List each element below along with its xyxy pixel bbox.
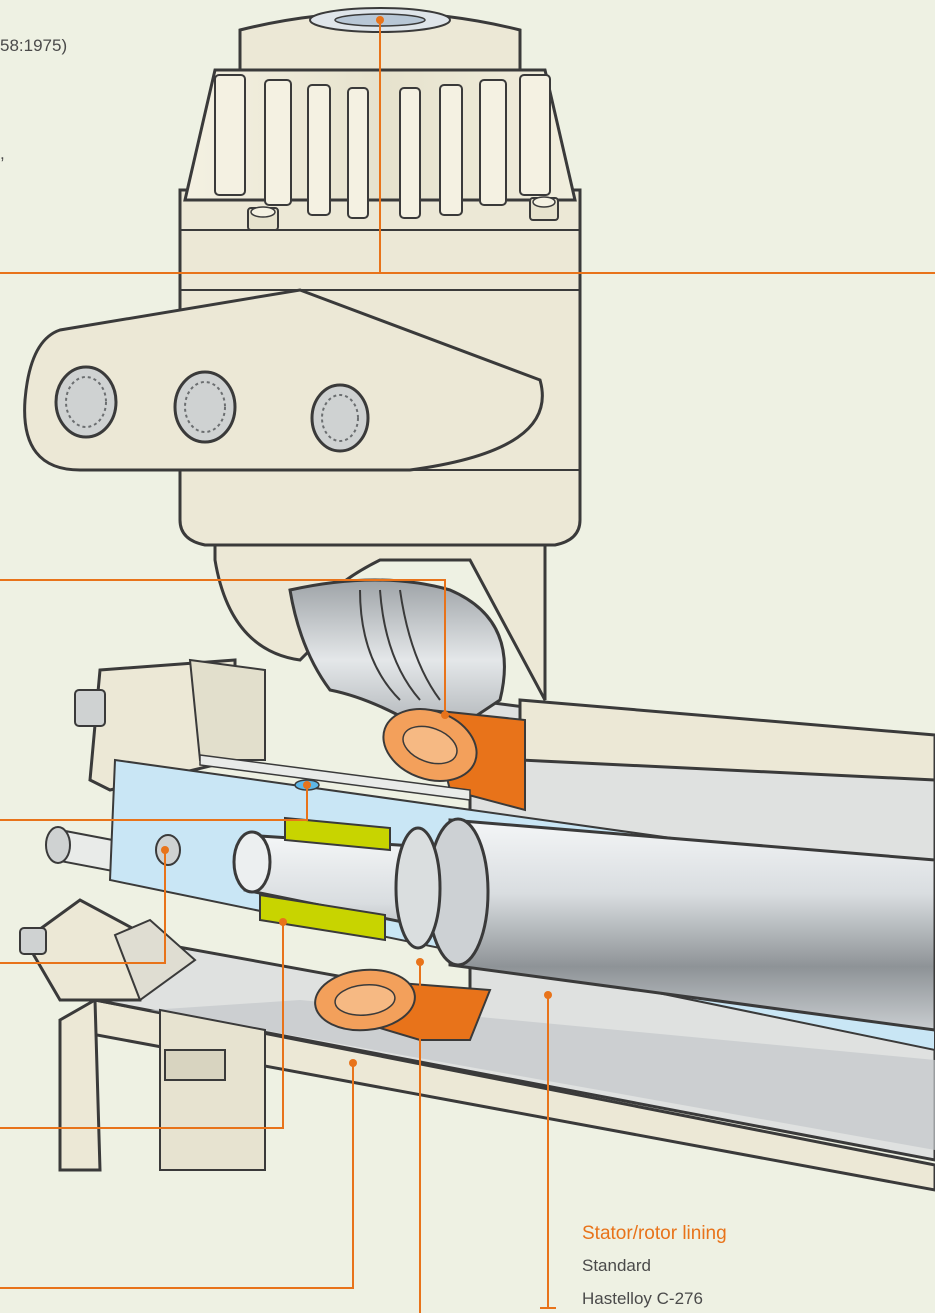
- coil-winding-lower: [314, 968, 492, 1041]
- bolt-icon: [247, 206, 279, 231]
- cap-ribs: [214, 74, 551, 219]
- bolt-icon: [529, 196, 559, 221]
- stator-lining-material: Hastelloy C-276: [582, 1289, 703, 1308]
- screw-thread-icon: [54, 365, 118, 439]
- end-housing: [23, 658, 266, 1002]
- mounting-flange: [23, 288, 544, 472]
- leader-coil-upper: [0, 579, 446, 715]
- leader-end-dots: [161, 16, 552, 1067]
- stator-lining-standard: Standard: [582, 1256, 651, 1275]
- screw-thread-icon: [173, 370, 237, 444]
- rotor-shaft: [155, 817, 935, 1032]
- inner-bore: [288, 578, 506, 742]
- leader-seal: [0, 785, 308, 821]
- comma-label-fragment: ,: [0, 144, 5, 163]
- leader-inlet: [0, 850, 166, 964]
- leader-lines: [0, 20, 935, 1313]
- leader-bearing-lower: [0, 922, 284, 1129]
- top-label-fragment: 58:1975): [0, 36, 68, 55]
- bearing-upper: [284, 816, 391, 852]
- bolt-icon: [19, 689, 106, 955]
- bearing-lower: [259, 893, 386, 942]
- leader-housing: [0, 1063, 354, 1289]
- screw-thread-icon: [310, 383, 370, 453]
- stator-lining-heading: Stator/rotor lining: [582, 1223, 727, 1244]
